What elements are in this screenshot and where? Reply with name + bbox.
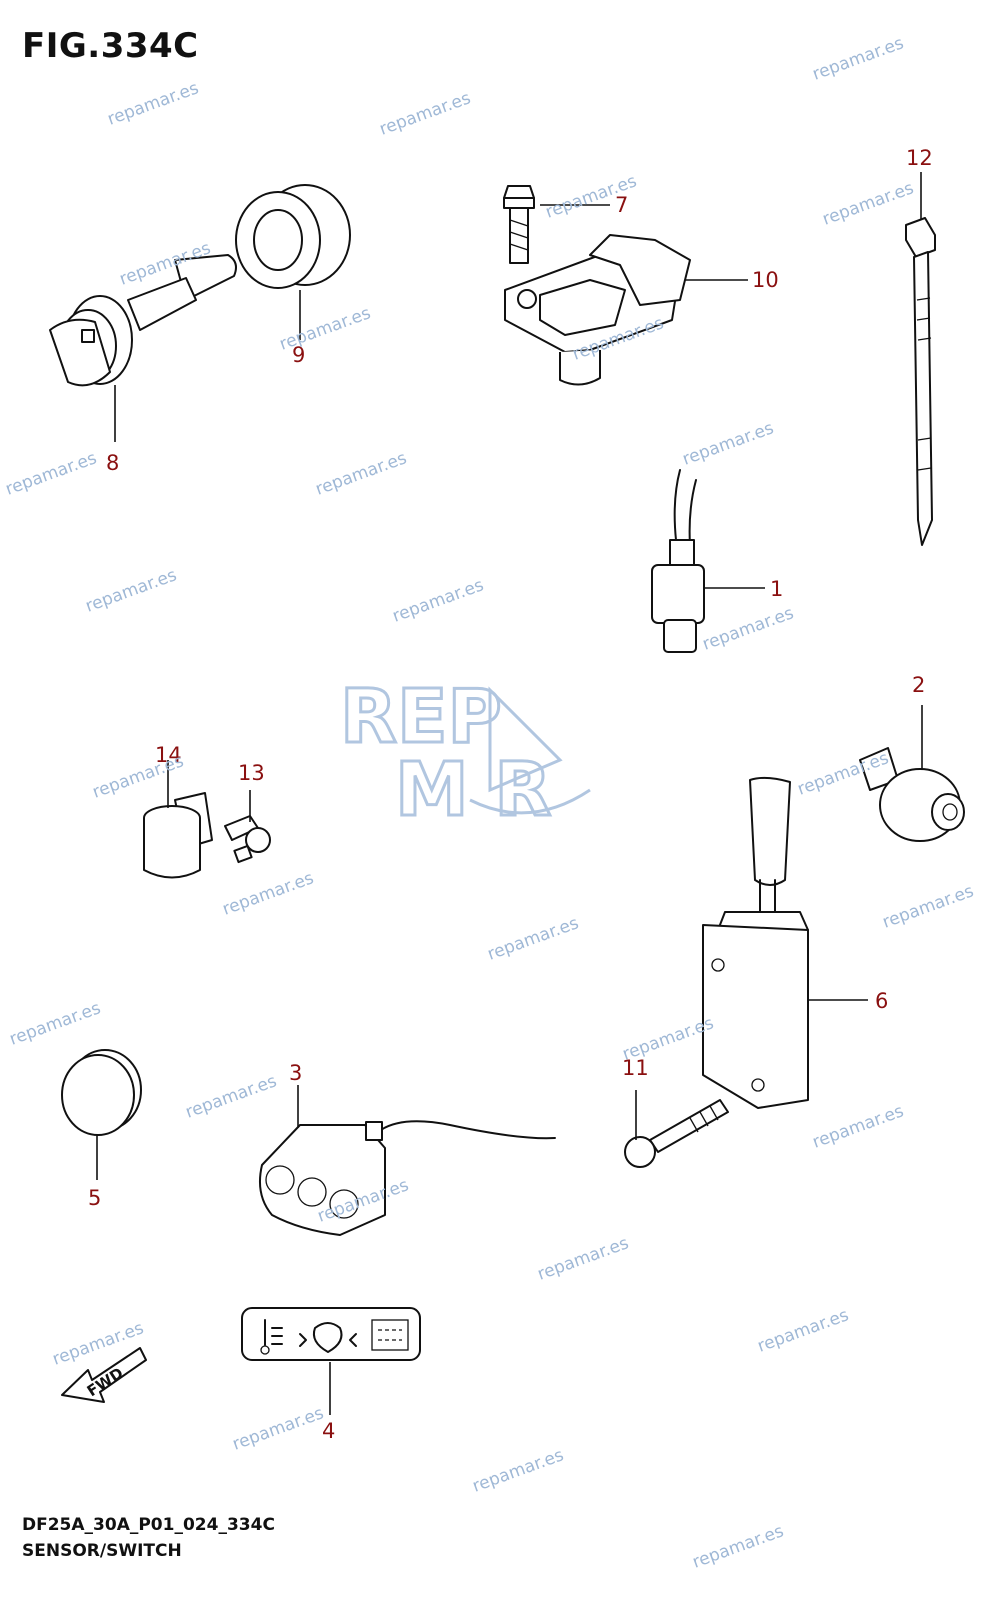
figure-title: FIG.334C bbox=[22, 26, 199, 66]
temperature-icon bbox=[264, 1319, 283, 1346]
logo-text-bottom: M R bbox=[395, 747, 551, 833]
watermark: repamar.es bbox=[755, 1305, 852, 1356]
watermark: repamar.es bbox=[880, 881, 977, 932]
watermark: repamar.es bbox=[90, 751, 187, 802]
watermark: repamar.es bbox=[700, 603, 797, 654]
callout-6: 6 bbox=[875, 989, 888, 1013]
watermark: repamar.es bbox=[220, 868, 317, 919]
callout-4: 4 bbox=[322, 1419, 335, 1443]
part-2-knock-sensor bbox=[859, 747, 965, 842]
part-5-cap bbox=[61, 1049, 142, 1136]
sail-icon bbox=[488, 686, 563, 793]
watermark: repamar.es bbox=[105, 78, 202, 129]
callout-3: 3 bbox=[289, 1061, 302, 1085]
part-9-grommet bbox=[235, 184, 351, 289]
callout-2: 2 bbox=[912, 673, 925, 697]
callout-5: 5 bbox=[88, 1186, 101, 1210]
part-3-indicator bbox=[259, 1120, 556, 1236]
callout-10: 10 bbox=[752, 268, 779, 292]
watermark: repamar.es bbox=[470, 1445, 567, 1496]
watermark: repamar.es bbox=[820, 178, 917, 229]
watermark: repamar.es bbox=[680, 418, 777, 469]
part-10-map-sensor bbox=[504, 234, 691, 386]
part-8-sensor bbox=[49, 254, 237, 387]
watermark: repamar.es bbox=[690, 1521, 787, 1572]
part-14-clamp bbox=[143, 792, 213, 879]
figure-name: SENSOR/SWITCH bbox=[22, 1541, 182, 1561]
repamar-logo: REP M R bbox=[339, 673, 591, 835]
part-4-label bbox=[241, 1307, 421, 1361]
watermark: repamar.es bbox=[183, 1071, 280, 1122]
figure-code: DF25A_30A_P01_024_334C bbox=[22, 1515, 275, 1535]
callout-11: 11 bbox=[622, 1056, 649, 1080]
callout-9: 9 bbox=[292, 343, 305, 367]
callout-1: 1 bbox=[770, 577, 783, 601]
callout-8: 8 bbox=[106, 451, 119, 475]
watermark: repamar.es bbox=[83, 565, 180, 616]
callout-7: 7 bbox=[615, 193, 628, 217]
part-11-screw bbox=[624, 1099, 729, 1168]
part-13-small-bolt bbox=[224, 815, 271, 864]
callout-13: 13 bbox=[238, 761, 265, 785]
logo-text-top: REP bbox=[340, 674, 502, 760]
callout-12: 12 bbox=[906, 146, 933, 170]
part-1-temp-sensor bbox=[651, 469, 705, 653]
charge-icon bbox=[371, 1319, 409, 1351]
watermark: repamar.es bbox=[390, 575, 487, 626]
watermark: repamar.es bbox=[810, 1101, 907, 1152]
watermark: repamar.es bbox=[485, 913, 582, 964]
part-6-switch bbox=[702, 776, 809, 1109]
oil-icon bbox=[312, 1322, 343, 1353]
part-7-bolt bbox=[503, 185, 535, 264]
watermark: repamar.es bbox=[7, 998, 104, 1049]
fwd-arrow-label: FWD bbox=[84, 1364, 127, 1400]
watermark: repamar.es bbox=[277, 303, 374, 354]
watermark: repamar.es bbox=[313, 448, 410, 499]
wave-icon bbox=[469, 788, 591, 815]
watermark: repamar.es bbox=[230, 1403, 327, 1454]
watermark: repamar.es bbox=[377, 88, 474, 139]
watermark: repamar.es bbox=[535, 1233, 632, 1284]
watermark: repamar.es bbox=[3, 448, 100, 499]
part-12-cable-tie bbox=[905, 217, 936, 546]
watermark: repamar.es bbox=[810, 33, 907, 84]
callout-14: 14 bbox=[155, 743, 182, 767]
